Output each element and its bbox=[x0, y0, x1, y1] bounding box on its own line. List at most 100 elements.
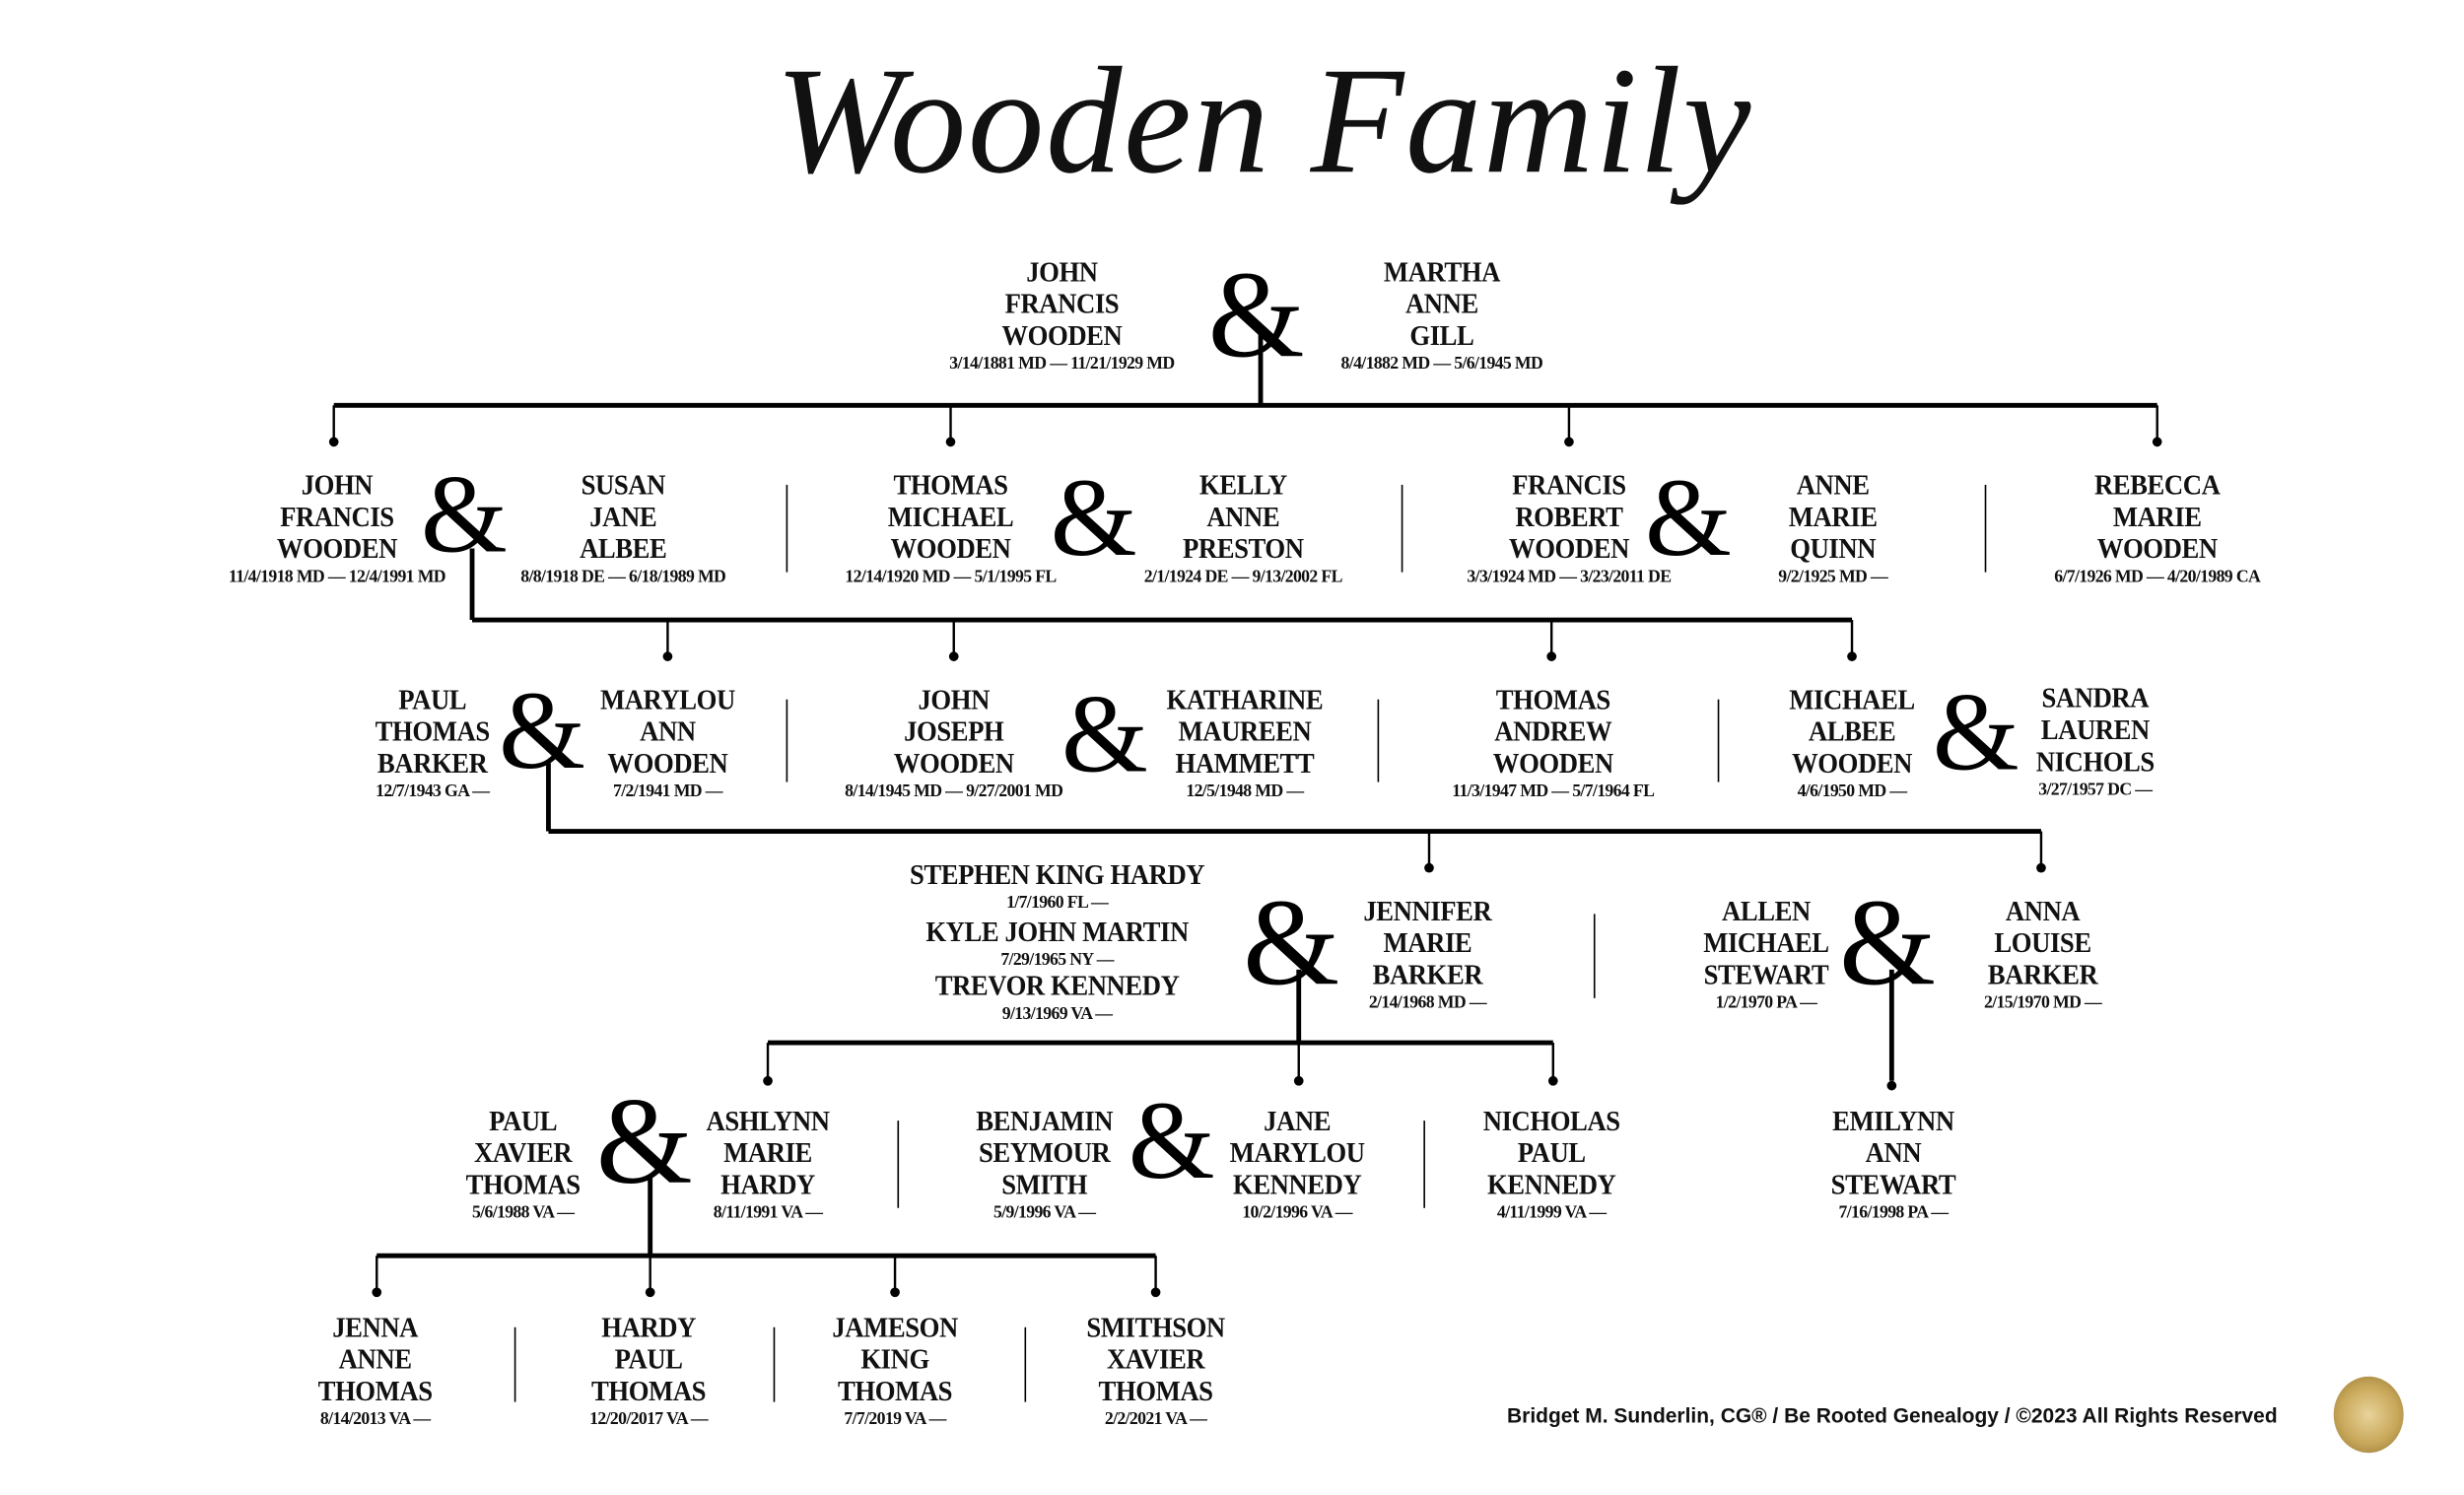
person-name-line: KING bbox=[860, 1342, 929, 1376]
person-dates: 10/2/1996 VA — bbox=[1242, 1202, 1352, 1223]
person-name-line: SUSAN bbox=[581, 468, 666, 502]
person-name-line: MARIE bbox=[723, 1136, 812, 1169]
child-connector-dot bbox=[645, 1287, 655, 1298]
person-name-line: ANDREW bbox=[1494, 714, 1612, 748]
person-name-line: ROBERT bbox=[1515, 501, 1623, 533]
person-name-line: ASHLYNN bbox=[706, 1104, 830, 1137]
person-name-line: GILL bbox=[1409, 319, 1474, 352]
person-name-line: WOODEN bbox=[1492, 747, 1613, 780]
person-name-line: MICHAEL bbox=[887, 501, 1014, 533]
ampersand-marriage-symbol: & bbox=[1061, 673, 1148, 797]
child-connector-dot bbox=[948, 651, 959, 661]
person-name-line: JOSEPH bbox=[904, 714, 1004, 748]
person-name-line: KENNEDY bbox=[1486, 1168, 1616, 1200]
ampersand-marriage-symbol: & bbox=[1932, 672, 2019, 795]
child-connector-dot bbox=[372, 1287, 382, 1298]
person-name-line: BARKER bbox=[1987, 958, 2098, 990]
person-dates: 4/11/1999 VA — bbox=[1496, 1202, 1607, 1223]
person-name-line: ANNE bbox=[1206, 501, 1280, 533]
person-name-line: WOODEN bbox=[607, 747, 728, 780]
person-name-line: MICHAEL bbox=[1789, 683, 1915, 715]
person-name-line: KATHARINE bbox=[1166, 683, 1324, 715]
ampersand-marriage-symbol: & bbox=[1050, 457, 1137, 580]
person-name-line: THOMAS bbox=[317, 1375, 434, 1407]
person-name-line: THOMAS bbox=[1098, 1375, 1214, 1407]
person-name-line: STEWART bbox=[1703, 958, 1829, 990]
child-connector-dot bbox=[662, 651, 673, 661]
person-dates: 9/13/1969 VA — bbox=[1001, 1004, 1113, 1024]
child-connector-dot bbox=[1564, 437, 1574, 447]
person-name-line: WOODEN bbox=[1792, 747, 1913, 780]
person-name-line: ANN bbox=[640, 714, 696, 748]
person-name-line: SANDRA bbox=[2041, 681, 2150, 714]
child-connector-dot bbox=[2152, 437, 2162, 447]
ampersand-marriage-symbol: & bbox=[421, 454, 508, 578]
person-dates: 12/20/2017 VA — bbox=[589, 1409, 708, 1429]
person-name-line: WOODEN bbox=[1001, 319, 1123, 352]
person-name-line: XAVIER bbox=[474, 1136, 573, 1169]
person-name-line: LOUISE bbox=[1994, 926, 2091, 959]
chart-title: Wooden Family bbox=[775, 34, 1752, 206]
person-dates: 9/2/1925 MD — bbox=[1778, 567, 1888, 587]
person-name-line: FRANCIS bbox=[280, 501, 394, 533]
person-dates: 2/15/1970 MD — bbox=[1984, 993, 2102, 1013]
person-name-line: PAUL bbox=[489, 1104, 558, 1137]
person-name-line: PAUL bbox=[1517, 1136, 1586, 1169]
person-name-line: KYLE JOHN MARTIN bbox=[925, 916, 1189, 948]
person-dates: 12/7/1943 GA — bbox=[376, 781, 490, 801]
person-name-line: FRANCIS bbox=[1004, 287, 1120, 320]
person-dates: 2/1/1924 DE — 9/13/2002 FL bbox=[1143, 567, 1343, 587]
person-name-line: MARTHA bbox=[1383, 255, 1501, 288]
person-name-line: HARDY bbox=[720, 1168, 815, 1200]
person-name-line: BENJAMIN bbox=[976, 1104, 1114, 1137]
person-name-line: WOODEN bbox=[276, 532, 397, 565]
person-name-line: PAUL bbox=[614, 1342, 683, 1376]
person-dates: 7/16/1998 PA — bbox=[1838, 1202, 1949, 1223]
person-name-line: LAUREN bbox=[2040, 714, 2151, 746]
person-dates: 2/14/1968 MD — bbox=[1368, 993, 1487, 1013]
person-dates: 5/9/1996 VA — bbox=[992, 1202, 1096, 1223]
person-dates: 7/29/1965 NY — bbox=[1000, 950, 1114, 970]
child-connector-dot bbox=[1546, 651, 1557, 661]
person-dates: 3/27/1957 DC — bbox=[2038, 780, 2153, 800]
person-name-line: MARYLOU bbox=[1229, 1136, 1365, 1169]
person-name-line: JOHN bbox=[1026, 255, 1098, 288]
child-connector-dot bbox=[328, 437, 339, 447]
person-name-line: HAMMETT bbox=[1175, 747, 1315, 780]
person-name-line: WOODEN bbox=[1508, 532, 1629, 565]
person-name-line: HARDY bbox=[601, 1311, 696, 1343]
person-dates: 1/7/1960 FL — bbox=[1006, 893, 1109, 913]
person-name-line: EMILYNN bbox=[1832, 1104, 1954, 1137]
person-name-line: ANNE bbox=[1796, 468, 1870, 502]
person-name-line: WOODEN bbox=[893, 747, 1014, 780]
person-name-line: ANNE bbox=[338, 1342, 412, 1376]
ampersand-marriage-symbol: & bbox=[1207, 244, 1305, 383]
person-name-line: SMITHSON bbox=[1086, 1311, 1225, 1343]
person-name-line: STEPHEN KING HARDY bbox=[909, 857, 1205, 891]
person-dates: 8/8/1918 DE — 6/18/1989 MD bbox=[520, 567, 726, 587]
person-name-line: THOMAS bbox=[838, 1375, 953, 1407]
person-name-line: ANNE bbox=[1404, 287, 1478, 320]
person-name-line: MARYLOU bbox=[599, 683, 735, 715]
person-name-line: STEWART bbox=[1830, 1168, 1956, 1200]
person-name-line: ALBEE bbox=[1808, 714, 1896, 748]
person-dates: 2/2/2021 VA — bbox=[1104, 1409, 1207, 1429]
person-dates: 11/4/1918 MD — 12/4/1991 MD bbox=[228, 567, 446, 587]
person-name-line: NICHOLAS bbox=[1482, 1104, 1620, 1137]
